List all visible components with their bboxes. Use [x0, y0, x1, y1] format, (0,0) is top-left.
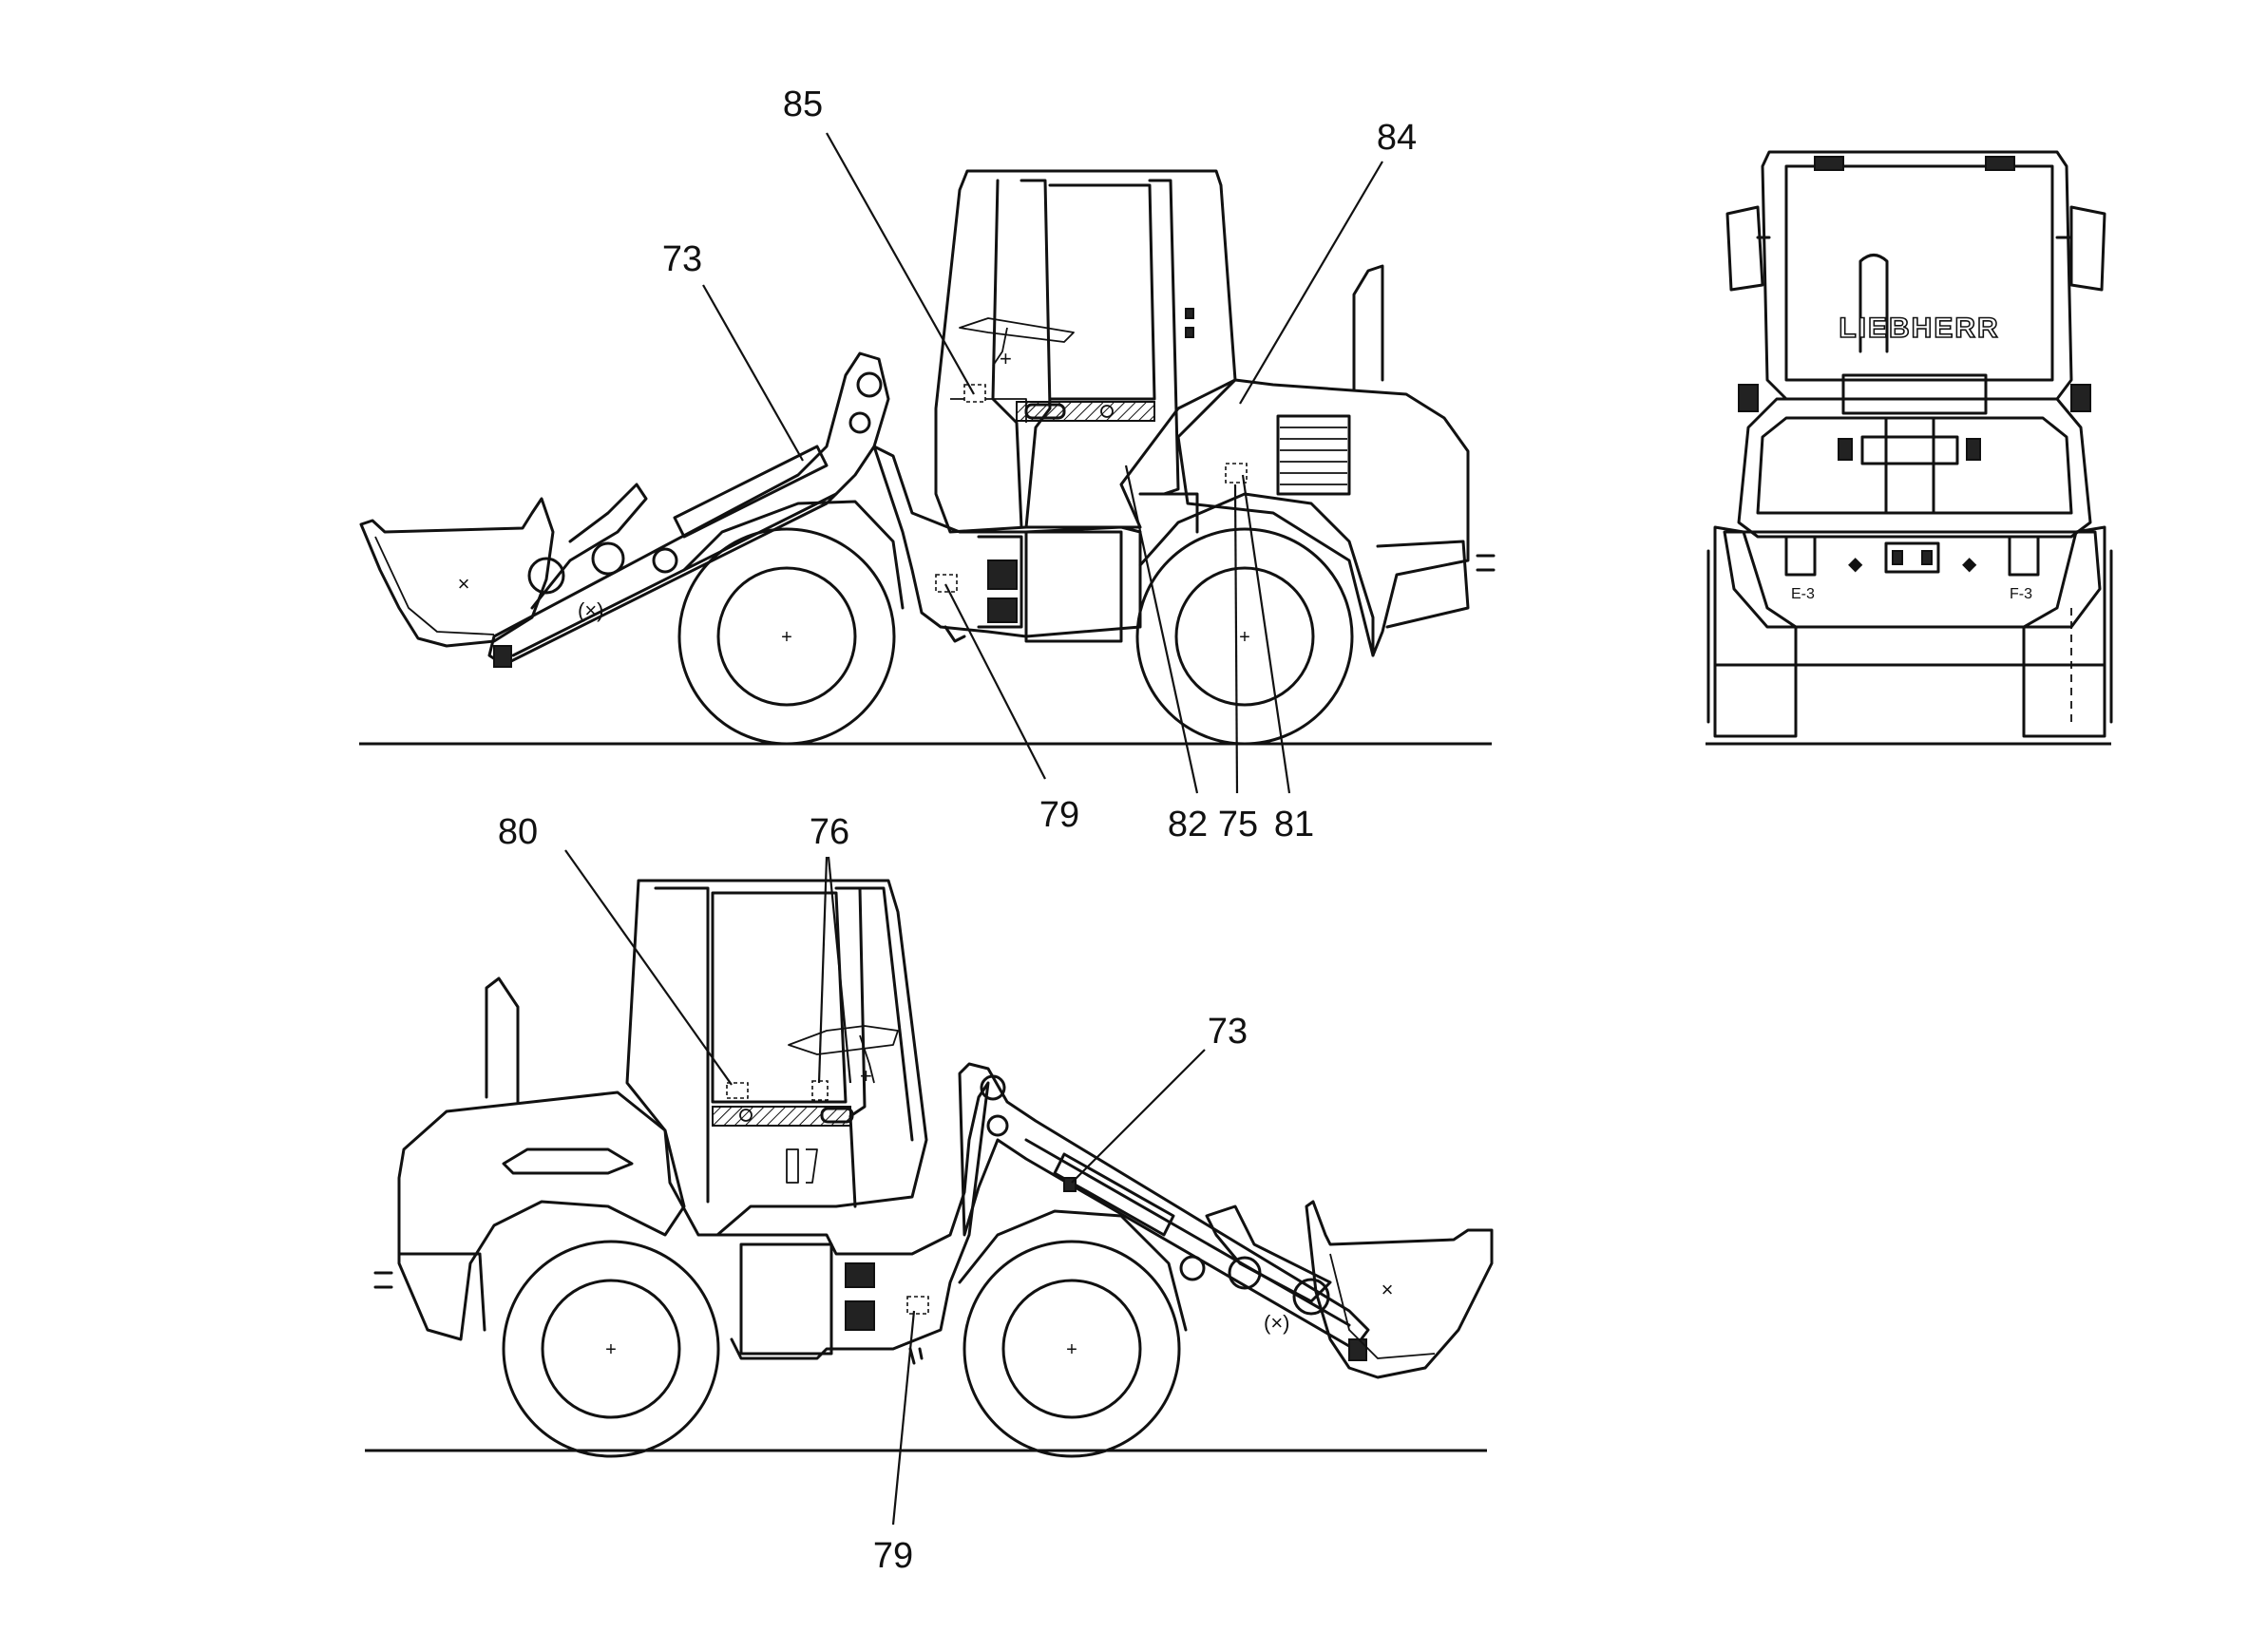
svg-text:+: + — [860, 1064, 872, 1088]
decal-79-bottom — [906, 1296, 929, 1315]
svg-text:×: × — [458, 572, 470, 596]
brand-logo-rear: LIEBHERR — [1839, 313, 1999, 344]
svg-text:+: + — [1066, 1339, 1077, 1360]
callout-75-top: 75 — [1218, 805, 1258, 844]
callout-84-top: 84 — [1377, 118, 1417, 158]
exhaust-stack-bottom — [485, 977, 520, 1104]
svg-text:(×): (×) — [1264, 1311, 1290, 1335]
decal-80-bottom — [726, 1082, 749, 1099]
svg-text:+: + — [781, 627, 792, 648]
front-wheel-bottom — [962, 1240, 1181, 1458]
counterweight-rear — [1723, 530, 2102, 629]
bucket-top — [359, 497, 555, 648]
svg-text:◆: ◆ — [1848, 554, 1863, 575]
bucket-bottom — [1305, 1200, 1494, 1379]
engine-hood-bottom — [397, 1091, 686, 1341]
callout-79-bottom: 79 — [873, 1536, 913, 1576]
cab-trim-stripe-top — [1016, 401, 1155, 422]
cab-rear — [1761, 150, 2073, 401]
callout-73-bottom: 73 — [1208, 1012, 1248, 1052]
callout-81-top: 81 — [1274, 805, 1314, 844]
boom-arm-bottom — [958, 1062, 1370, 1351]
tilt-cylinder-top — [673, 445, 829, 539]
left-mirror-rear — [1725, 205, 1764, 292]
callout-85-top: 85 — [783, 85, 823, 124]
leader-76a-bottom — [817, 856, 829, 1084]
front-wheel-top — [677, 527, 896, 746]
cab-bottom — [625, 879, 928, 1237]
svg-text:+: + — [605, 1339, 617, 1360]
leader-82-top — [1124, 465, 1199, 794]
callout-80-bottom: 80 — [498, 812, 538, 852]
leader-80-bottom — [564, 849, 733, 1086]
side-view-left-facing: × (×) + + — [359, 85, 1496, 844]
exhaust-stack-rear — [1858, 254, 1889, 353]
leader-73-bottom — [1071, 1049, 1206, 1184]
svg-text:+: + — [1239, 627, 1250, 648]
right-mirror-rear — [2069, 205, 2106, 292]
right-wheel-rear — [2022, 525, 2106, 738]
engine-body-rear — [1737, 397, 2092, 539]
decal-85-top — [963, 384, 986, 403]
leader-84-top — [1239, 161, 1383, 405]
decal-76-bottom — [811, 1080, 829, 1101]
engine-grille-top — [1276, 414, 1351, 496]
leader-79-bottom — [891, 1310, 916, 1526]
rear-view: LIEBHERR ◆ ◆ E-3 F-3 — [1706, 150, 2113, 746]
svg-text:◆: ◆ — [1962, 554, 1977, 575]
svg-text:F-3: F-3 — [2010, 586, 2032, 602]
center-frame-bottom — [715, 1081, 990, 1360]
center-frame-top — [872, 445, 1142, 638]
leader-81-top — [1241, 474, 1291, 794]
exhaust-stack-top — [1352, 264, 1384, 391]
tilt-cylinder-bottom — [1053, 1152, 1175, 1237]
svg-text:+: + — [1000, 347, 1012, 370]
side-view-right-facing: + + + — [365, 812, 1494, 1576]
svg-text:E-3: E-3 — [1791, 586, 1815, 602]
callout-79-top: 79 — [1039, 795, 1079, 835]
leader-76b-bottom — [827, 856, 852, 1084]
leader-79-top — [944, 583, 1046, 780]
decal-75-top — [1225, 463, 1248, 484]
rear-wheel-top — [1135, 527, 1354, 746]
svg-text:×: × — [1382, 1278, 1394, 1301]
leader-75-top — [1233, 484, 1239, 794]
cab-top — [934, 169, 1237, 534]
callout-73-top: 73 — [662, 239, 702, 279]
rear-wheel-bottom — [502, 1240, 720, 1458]
svg-text:(×): (×) — [578, 598, 604, 622]
leader-85-top — [826, 132, 975, 395]
leader-73-top — [702, 284, 804, 462]
callout-76-bottom: 76 — [810, 812, 849, 852]
license-plate-rear — [1884, 541, 1940, 574]
engine-hood-top — [1176, 378, 1470, 657]
callout-82-top: 82 — [1168, 805, 1208, 844]
left-wheel-rear — [1713, 525, 1798, 738]
